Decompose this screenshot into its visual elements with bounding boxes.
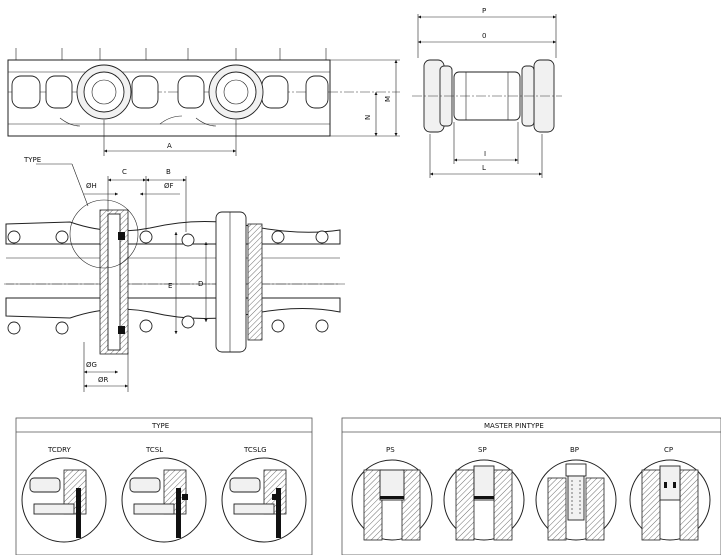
dim-n-label: N bbox=[364, 115, 372, 120]
type-panel: TYPE TCDRY TCSL TCSLG bbox=[15, 417, 313, 555]
dim-f-label: ØF bbox=[164, 182, 174, 190]
dim-i-label: I bbox=[484, 150, 486, 158]
master-item-bp: BP bbox=[570, 446, 579, 454]
tcslg-detail bbox=[221, 457, 307, 543]
dim-p-label: P bbox=[482, 7, 486, 15]
master-item-sp: SP bbox=[478, 446, 487, 454]
type-item-tcdry: TCDRY bbox=[47, 446, 72, 454]
type-panel-title: TYPE bbox=[151, 422, 169, 430]
dim-d-label: D bbox=[198, 280, 203, 288]
type-item-tcsl: TCSL bbox=[145, 446, 163, 454]
master-panel-title: MASTER PINTYPE bbox=[484, 422, 544, 430]
chain-section-view: TYPE C B ØH ØF E D ØG ØR bbox=[4, 156, 345, 392]
bp-detail bbox=[535, 459, 617, 541]
dim-c-label: C bbox=[122, 168, 127, 176]
sp-detail bbox=[443, 459, 525, 541]
dim-r-label: ØR bbox=[98, 376, 109, 384]
dim-o-label: 0 bbox=[482, 32, 486, 40]
type-callout-label: TYPE bbox=[23, 156, 41, 164]
master-item-cp: CP bbox=[664, 446, 673, 454]
cp-detail bbox=[629, 459, 711, 541]
chain-top-view: A N M bbox=[7, 48, 400, 156]
chain-body bbox=[7, 59, 331, 137]
type-item-tcslg: TCSLG bbox=[243, 446, 267, 454]
ps-detail bbox=[351, 459, 433, 541]
chain-end-view: P 0 I L bbox=[412, 7, 562, 178]
dim-m-label: M bbox=[384, 96, 392, 102]
dim-e-label: E bbox=[168, 282, 172, 290]
tcdry-detail bbox=[21, 457, 107, 543]
dim-g-label: ØG bbox=[86, 361, 97, 369]
tcsl-detail bbox=[121, 457, 207, 543]
dim-b-label: B bbox=[166, 168, 171, 176]
dim-l-label: L bbox=[482, 164, 486, 172]
dim-h-label: ØH bbox=[86, 182, 97, 190]
dim-a-label: A bbox=[167, 142, 172, 150]
master-item-ps: PS bbox=[386, 446, 395, 454]
master-pin-panel: MASTER PINTYPE PS SP BP CP bbox=[341, 417, 721, 555]
